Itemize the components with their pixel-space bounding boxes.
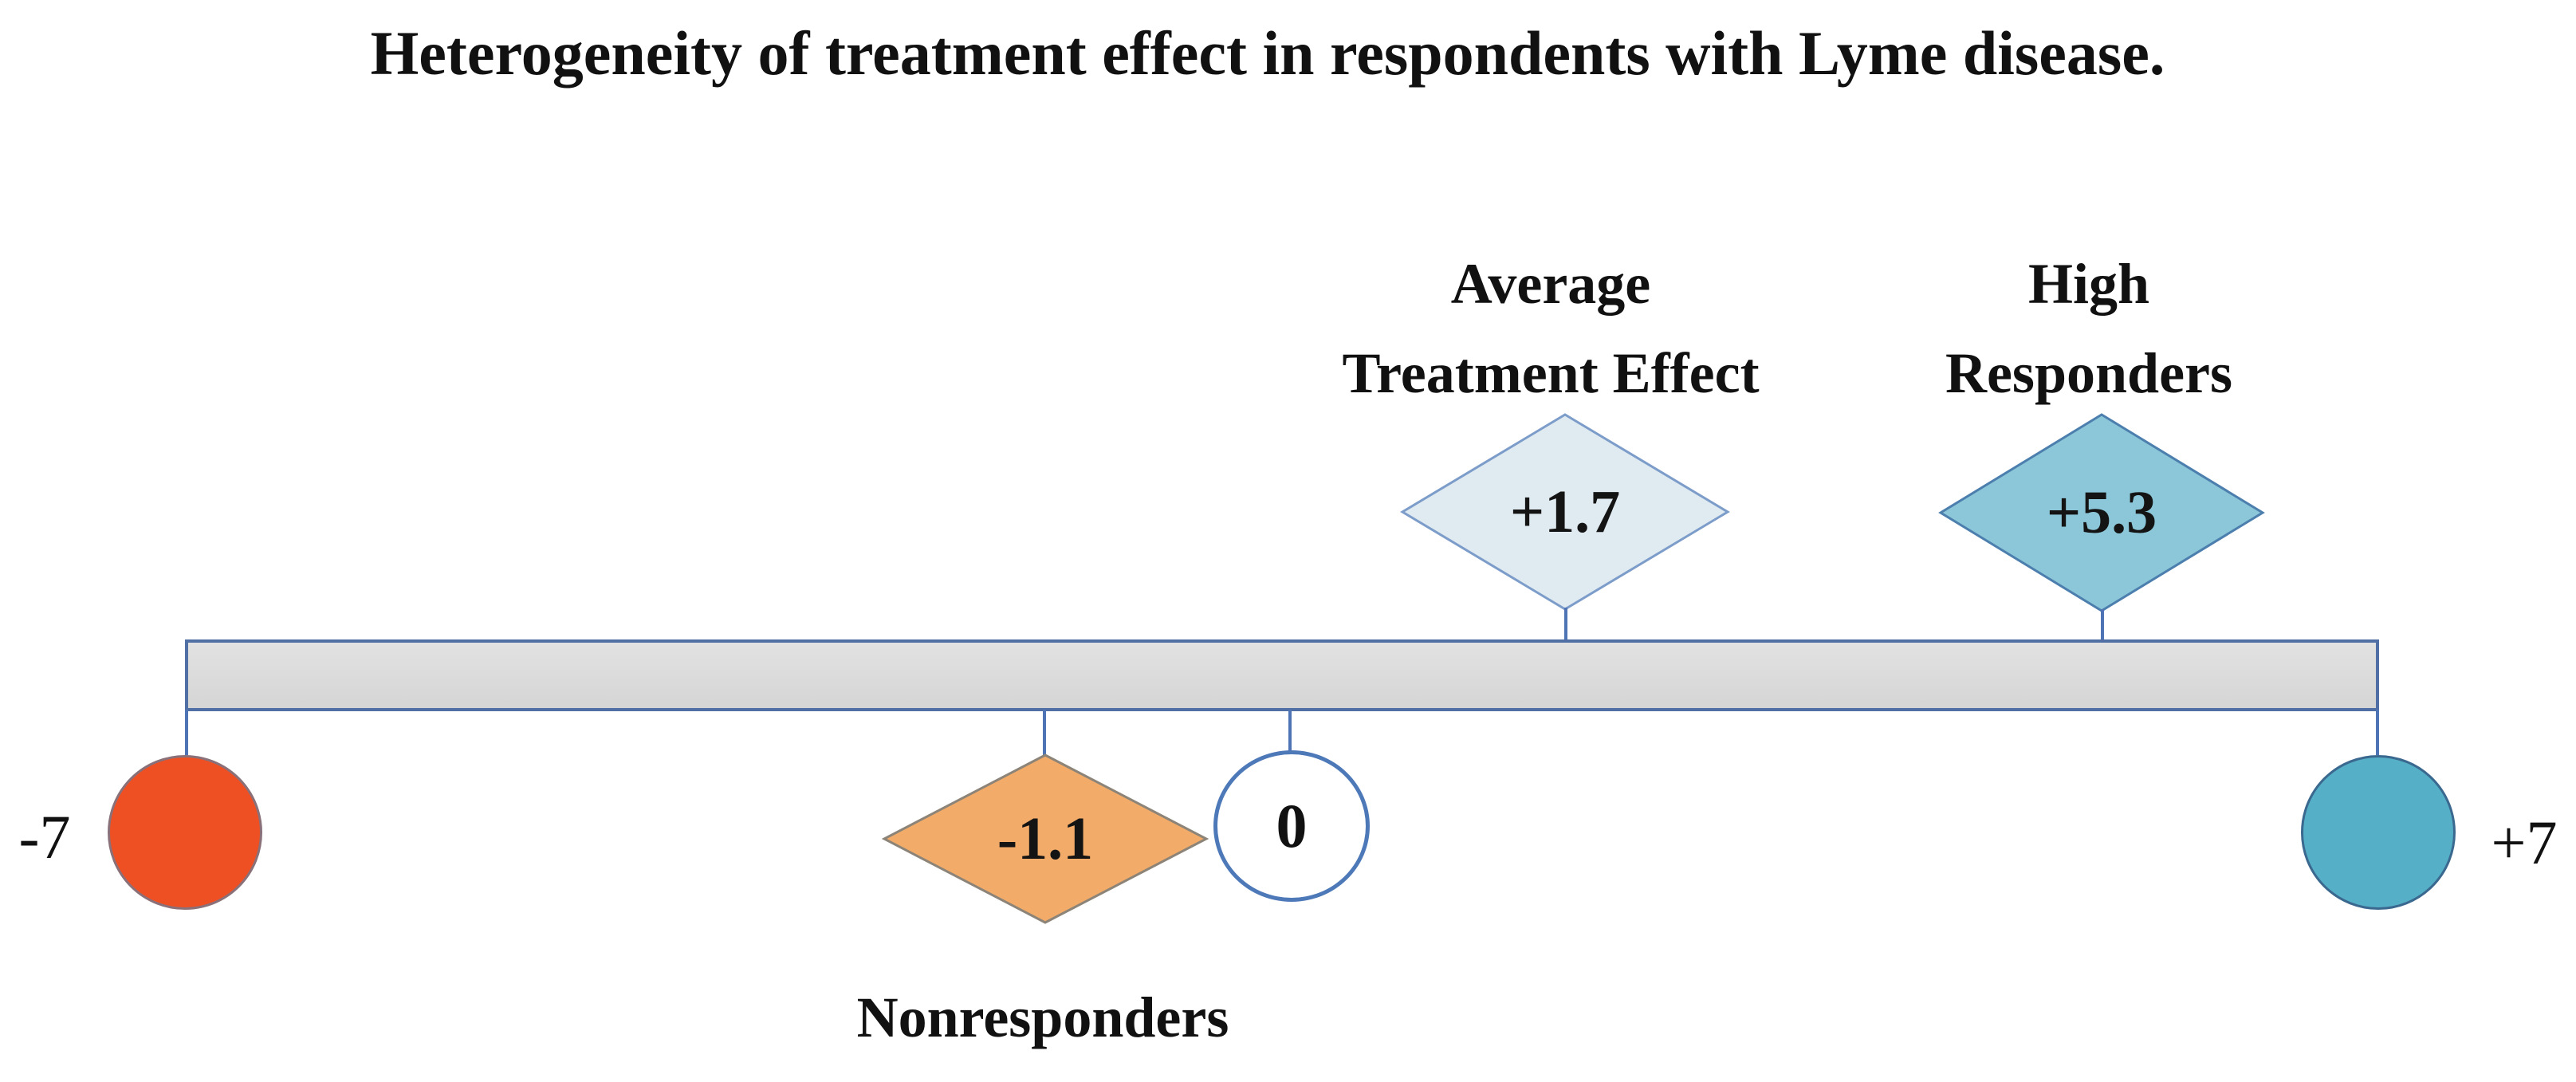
diamond-nonresponders-shape — [881, 753, 1209, 924]
diamond-nonresponders-polygon — [881, 753, 1209, 924]
value-average-treatment-effect: +1.7 — [1509, 478, 1621, 545]
connector-zero — [1288, 710, 1292, 753]
zero-marker-circle: 0 — [1213, 750, 1370, 902]
min-endpoint-label: -7 — [18, 802, 71, 872]
diamond-high-responders-shape — [1938, 413, 2265, 612]
label-high-responders-line1: High — [2027, 252, 2150, 316]
diamond-average-treatment-effect-shape — [1400, 413, 1730, 611]
label-high-responders-line2: Responders — [1945, 341, 2233, 405]
connector-average-treatment-effect — [1564, 608, 1567, 643]
diamond-nonresponders: -1.1 — [881, 753, 1209, 924]
connector-nonresponders — [1043, 710, 1046, 755]
diamond-high-responders-polygon — [1938, 413, 2265, 612]
value-high-responders: +5.3 — [2046, 478, 2157, 546]
max-endpoint-circle — [2301, 755, 2456, 910]
max-endpoint-label: +7 — [2491, 808, 2558, 877]
value-zero: 0 — [1276, 791, 1308, 860]
diamond-average-treatment-effect: +1.7 — [1400, 413, 1730, 611]
diamond-high-responders: +5.3 — [1938, 413, 2265, 612]
label-nonresponders: Nonresponders — [856, 986, 1229, 1049]
figure-title: Heterogeneity of treatment effect in res… — [370, 18, 2165, 88]
label-average-treatment-effect: Average Treatment Effect — [1232, 239, 1870, 418]
min-endpoint-circle — [108, 755, 262, 910]
value-nonresponders: -1.1 — [997, 805, 1094, 872]
scale-bar — [185, 639, 2379, 711]
connector-max-endpoint — [2376, 710, 2379, 755]
connector-high-responders — [2101, 609, 2104, 643]
connector-min-endpoint — [185, 710, 188, 755]
label-high-responders: High Responders — [1770, 239, 2408, 418]
diamond-average-treatment-effect-polygon — [1400, 413, 1730, 611]
label-average-treatment-effect-line2: Treatment Effect — [1342, 341, 1760, 405]
label-average-treatment-effect-line1: Average — [1450, 252, 1651, 316]
